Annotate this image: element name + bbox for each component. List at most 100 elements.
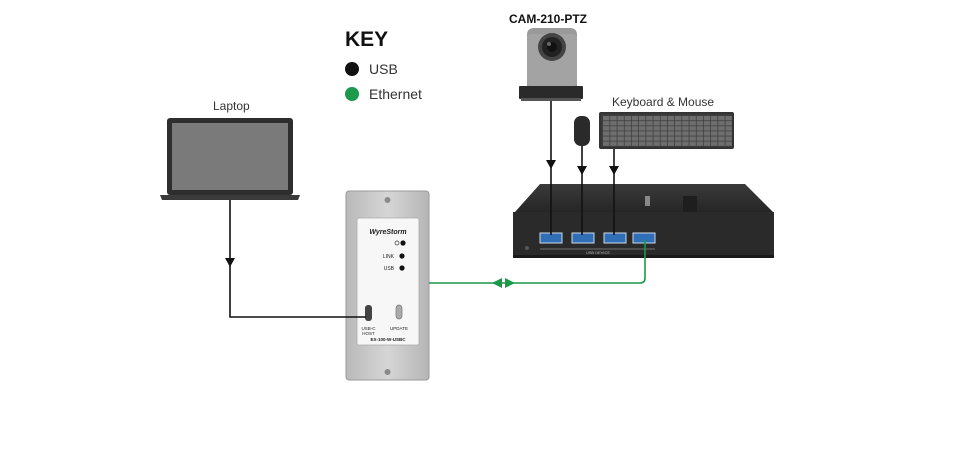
keyboard-key: [689, 116, 696, 121]
keyboard-key: [675, 136, 682, 141]
ethernet-cable-line: [429, 240, 646, 284]
keyboard-key: [711, 141, 718, 146]
keyboard-key: [603, 141, 610, 146]
keyboard-key: [711, 121, 718, 126]
keyboard-key: [653, 121, 660, 126]
keyboard-key: [610, 116, 617, 121]
keyboard-key: [675, 116, 682, 121]
keyboard-key: [689, 136, 696, 141]
keyboard-key: [660, 131, 668, 136]
keyboard-key: [703, 136, 711, 141]
keyboard-key: [646, 131, 653, 136]
usb-indicator-label: USB: [384, 266, 395, 272]
keyboard-key: [703, 116, 711, 121]
keyboard-key: [603, 126, 610, 131]
keyboard-device: [599, 112, 734, 149]
keyboard-key: [725, 131, 732, 136]
wallplate-model-label: EX-100-W-USBC: [371, 337, 407, 342]
keyboard-key: [703, 126, 711, 131]
keyboard-key: [624, 141, 632, 146]
keyboard-key: [639, 121, 646, 126]
arrow-down-icon: [225, 258, 235, 267]
keyboard-key: [617, 121, 624, 126]
keyboard-key: [660, 126, 668, 131]
keyboard-key: [624, 126, 632, 131]
power-led-icon: [400, 240, 406, 246]
keyboard-key: [631, 141, 639, 146]
key-item-label: Ethernet: [369, 86, 422, 102]
laptop-label: Laptop: [213, 99, 250, 113]
keyboard-key: [631, 116, 639, 121]
usb-device-port-label: USB DEVICE: [586, 250, 611, 255]
keyboard-key: [682, 116, 689, 121]
keyboard-key: [667, 121, 675, 126]
keyboard-key: [639, 136, 646, 141]
keyboard-key: [718, 126, 725, 131]
keyboard-key: [675, 141, 682, 146]
keyboard-key: [639, 131, 646, 136]
keyboard-key: [653, 116, 660, 121]
keyboard-key: [696, 131, 704, 136]
keyboard-key: [653, 141, 660, 146]
keyboard-key: [696, 141, 704, 146]
keyboard-key: [660, 116, 668, 121]
keyboard-key: [682, 141, 689, 146]
keyboard-key: [675, 126, 682, 131]
keyboard-key: [646, 126, 653, 131]
laptop-device: [160, 118, 300, 200]
keyboard-key: [617, 126, 624, 131]
usbc-host-port: [365, 305, 372, 321]
usb-arrowheads: [225, 160, 619, 267]
keyboard-key: [610, 121, 617, 126]
usb-dot-icon: [345, 62, 359, 76]
keyboard-key: [603, 131, 610, 136]
link-indicator-label: LINK: [383, 254, 395, 260]
keyboard-key: [725, 121, 732, 126]
keyboard-key: [711, 136, 718, 141]
keyboard-key: [711, 131, 718, 136]
keyboard-key: [718, 131, 725, 136]
usb-receiver-device: USB DEVICE: [513, 184, 774, 258]
keyboard-key: [718, 116, 725, 121]
arrow-down-icon: [546, 160, 556, 169]
keyboard-key: [696, 136, 704, 141]
keyboard-key: [696, 121, 704, 126]
keyboard-key: [653, 131, 660, 136]
keyboard-key: [624, 136, 632, 141]
key-item-usb: USB: [345, 61, 398, 77]
keyboard-key: [660, 141, 668, 146]
keyboard-key: [653, 136, 660, 141]
keyboard-key: [617, 136, 624, 141]
key-title: KEY: [345, 28, 389, 51]
wallplate-brand: WyreStorm: [369, 229, 406, 236]
keyboard-key: [703, 131, 711, 136]
keyboard-key: [696, 116, 704, 121]
keyboard-key: [639, 116, 646, 121]
key-item-ethernet: Ethernet: [345, 86, 422, 102]
keyboard-key: [703, 121, 711, 126]
keyboard-key: [711, 126, 718, 131]
keyboard-key: [631, 131, 639, 136]
host-port-label: HOST: [362, 331, 375, 336]
keyboard-key: [725, 116, 732, 121]
power-led-icon: [394, 240, 400, 246]
keyboard-key: [703, 141, 711, 146]
keyboard-key: [660, 121, 668, 126]
keyboard-key: [603, 136, 610, 141]
keyboard-key: [631, 121, 639, 126]
keyboard-key: [675, 131, 682, 136]
keyboard-key: [696, 126, 704, 131]
keyboard-key: [667, 141, 675, 146]
usbc-port-label: USB-C: [361, 326, 376, 331]
keyboard-key: [631, 126, 639, 131]
keyboard-key: [624, 131, 632, 136]
keyboard-key: [689, 126, 696, 131]
keyboard-key: [639, 126, 646, 131]
keyboard-key: [682, 136, 689, 141]
keyboard-key: [711, 116, 718, 121]
mouse-device: [574, 116, 590, 146]
keyboard-key: [646, 121, 653, 126]
keyboard-key: [646, 141, 653, 146]
usb-led-icon: [399, 265, 405, 271]
keyboard-key: [624, 116, 632, 121]
